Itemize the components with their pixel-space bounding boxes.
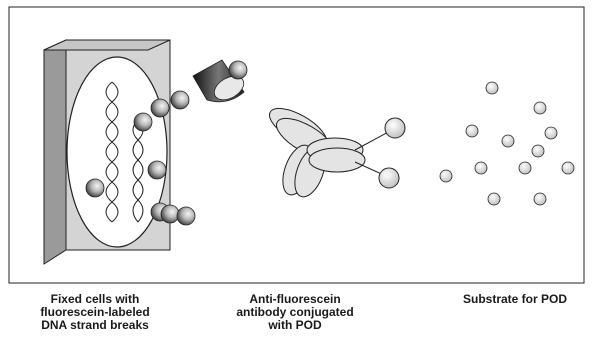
fluorescein-bead bbox=[133, 112, 153, 132]
fluorescein-bead bbox=[150, 98, 170, 118]
caption-line: antibody conjugated bbox=[236, 305, 354, 319]
caption-line: Anti-fluorescein bbox=[249, 292, 341, 306]
fluorescein-bead bbox=[85, 178, 105, 198]
caption-antibody: Anti-fluorescein antibody conjugated wit… bbox=[220, 293, 370, 332]
dna-strand bbox=[105, 81, 119, 223]
caption-line: DNA strand breaks bbox=[41, 318, 149, 332]
enzyme-cone bbox=[192, 59, 248, 103]
substrate-particle bbox=[561, 161, 575, 175]
substrate-particle bbox=[439, 169, 453, 183]
pod-enzyme-ball bbox=[378, 167, 400, 189]
substrate-particle bbox=[533, 192, 547, 206]
caption-line: Fixed cells with bbox=[50, 292, 140, 306]
fluorescein-bead bbox=[160, 204, 180, 224]
substrate-particle bbox=[544, 126, 558, 140]
dna-strand bbox=[105, 81, 119, 223]
fluorescein-bead bbox=[170, 90, 190, 110]
substrate-particle bbox=[485, 81, 499, 95]
caption-substrate: Substrate for POD bbox=[440, 293, 590, 306]
substrate-particle bbox=[465, 124, 479, 138]
substrate-particle bbox=[501, 134, 515, 148]
dna-strand bbox=[132, 119, 144, 223]
fluorescein-label-group bbox=[85, 90, 196, 226]
caption-fixed-cells: Fixed cells with fluorescein-labeled DNA… bbox=[20, 293, 170, 332]
fixed-cell bbox=[66, 56, 168, 248]
cell-slide-panel bbox=[43, 39, 171, 265]
caption-line: fluorescein-labeled bbox=[40, 305, 150, 319]
anti-fluorescein-antibody bbox=[269, 107, 406, 198]
substrate-particle bbox=[533, 101, 547, 115]
substrate-particle bbox=[487, 192, 501, 206]
fluorescein-bead bbox=[147, 160, 167, 180]
substrate-particle bbox=[531, 144, 545, 158]
fluorescein-bead bbox=[228, 60, 248, 80]
substrate-particle bbox=[518, 161, 532, 175]
substrate-particle bbox=[474, 161, 488, 175]
dna-strand bbox=[132, 119, 144, 223]
pod-substrate-particles bbox=[439, 81, 575, 206]
pod-enzyme-ball bbox=[384, 117, 406, 139]
caption-line: with POD bbox=[268, 318, 322, 332]
caption-line: Substrate for POD bbox=[462, 292, 567, 306]
fluorescein-bead bbox=[176, 206, 196, 226]
